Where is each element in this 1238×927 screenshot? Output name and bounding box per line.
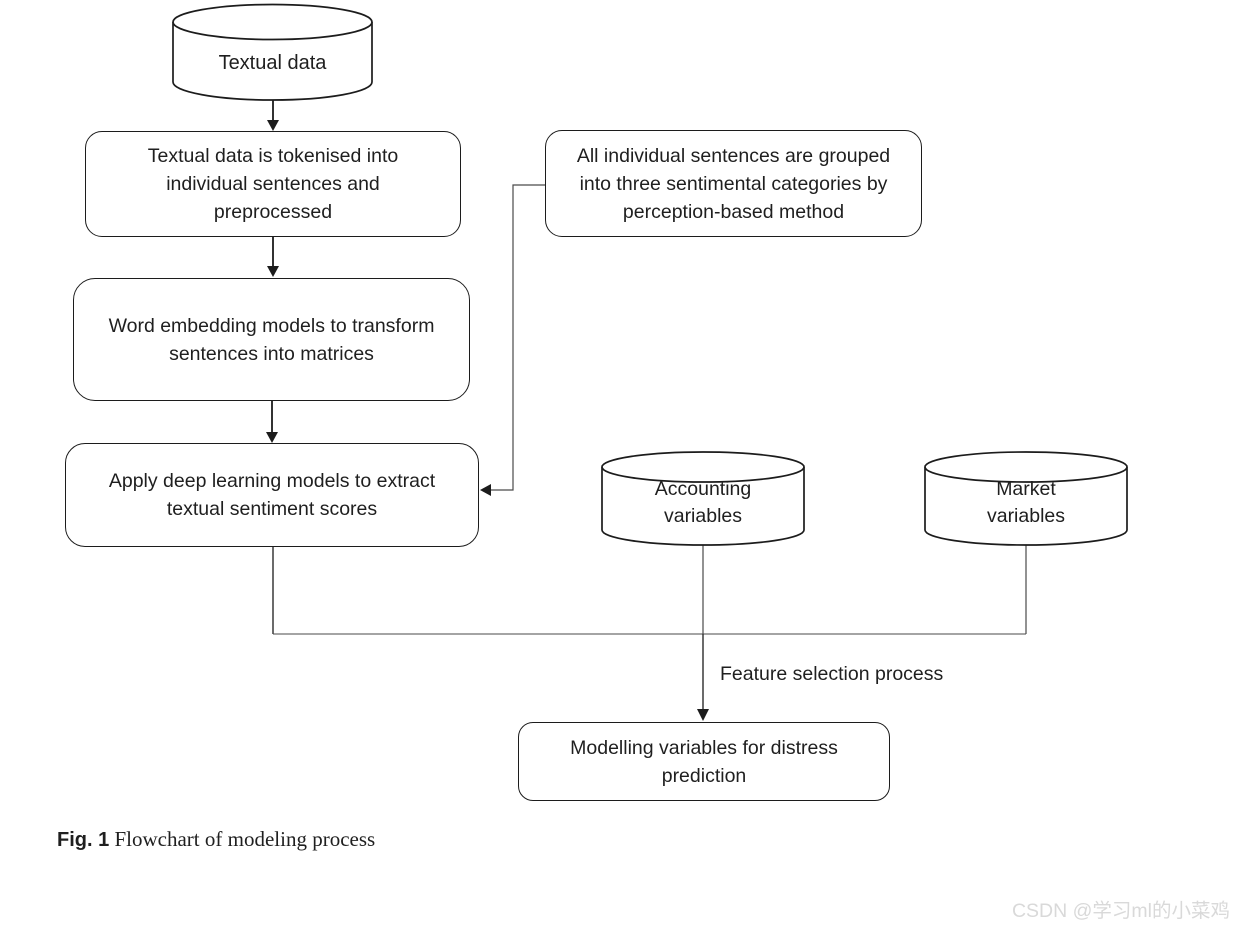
feature-selection-label: Feature selection process — [720, 663, 944, 685]
textual-data-label: Textual data — [173, 44, 372, 82]
arrowhead-into-embedding — [267, 266, 279, 277]
arrowhead-into-tokenise — [267, 120, 279, 131]
market-line-1: Market — [996, 478, 1056, 500]
arrowhead-into-modelling — [697, 709, 709, 721]
accounting-variables-label: Accounting variables — [602, 473, 804, 533]
grouping-box: All individual sentences are grouped int… — [545, 130, 922, 237]
modelling-box: Modelling variables for distress predict… — [518, 722, 890, 801]
deep-learning-box: Apply deep learning models to extract te… — [65, 443, 479, 547]
market-variables-cylinder — [924, 451, 1128, 546]
market-variables-label: Market variables — [925, 473, 1127, 533]
textual-data-cylinder — [172, 3, 373, 101]
grouping-line-1: All individual sentences are grouped — [576, 144, 891, 167]
textual-data-text: Textual data — [218, 51, 327, 74]
arrowhead-into-deeplearning — [266, 432, 278, 443]
embedding-line-1: Word embedding models to transform — [108, 314, 435, 337]
grouping-line-2: into three sentimental categories by — [579, 172, 888, 195]
grouping-line-3: perception-based method — [622, 200, 845, 223]
arrowhead-left-into-deeplearning — [480, 484, 491, 496]
figure-caption-number: Fig. 1 — [57, 829, 110, 851]
embedding-line-2: sentences into matrices — [169, 342, 374, 365]
accounting-variables-cylinder — [601, 451, 805, 546]
csdn-watermark: CSDN @学习ml的小菜鸡 — [1011, 900, 1230, 922]
figure-caption: Fig. 1 Flowchart of modeling process — [57, 827, 375, 852]
tokenise-line-1: Textual data is tokenised into — [147, 145, 399, 167]
grouping-to-deeplearning-connector — [487, 184, 545, 491]
figure-caption-text: Flowchart of modeling process — [109, 827, 376, 851]
tokenise-line-3: preprocessed — [213, 201, 333, 223]
deep-learning-line-1: Apply deep learning models to extract — [108, 470, 436, 492]
modelling-line-2: prediction — [661, 764, 747, 787]
market-line-2: variables — [986, 505, 1066, 527]
modelling-line-1: Modelling variables for distress — [570, 736, 838, 759]
deep-learning-line-2: textual sentiment scores — [166, 498, 378, 520]
embedding-box: Word embedding models to transform sente… — [73, 278, 470, 401]
tokenise-line-2: individual sentences and — [166, 173, 380, 195]
tokenise-box: Textual data is tokenised into individua… — [85, 131, 461, 237]
accounting-line-2: variables — [663, 505, 743, 527]
accounting-line-1: Accounting — [654, 478, 752, 500]
